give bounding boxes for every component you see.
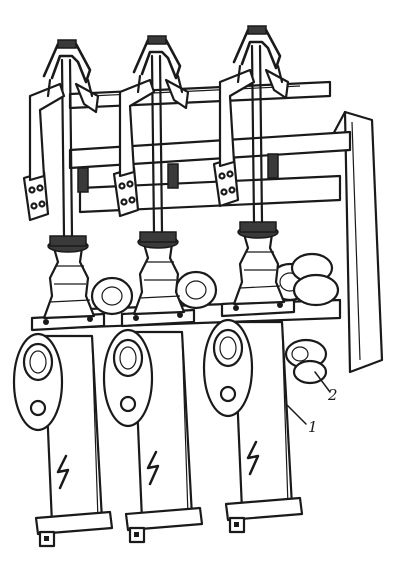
indicator-head	[202, 318, 254, 418]
callout-1: 1	[308, 418, 318, 436]
blade-rods	[60, 58, 74, 238]
top-hook	[42, 42, 92, 84]
post-insulator	[132, 242, 186, 316]
upper-arm	[218, 68, 256, 168]
background-insulators	[90, 252, 340, 385]
upper-arm	[118, 78, 156, 178]
post-insulator	[232, 232, 286, 306]
indicator-head	[12, 332, 64, 432]
lightning-symbol	[146, 450, 160, 486]
pole-middle	[102, 35, 204, 544]
top-hook	[232, 28, 282, 70]
insulator-stack-2	[284, 252, 340, 385]
poles	[12, 25, 304, 548]
callout-2: 2	[327, 386, 338, 404]
post-insulator	[42, 246, 96, 320]
indicator-head	[102, 328, 154, 428]
top-hook	[132, 38, 182, 80]
upper-arm	[28, 82, 66, 182]
mounting-plate	[328, 110, 384, 374]
lightning-symbol	[56, 454, 70, 490]
bottom-terminal	[34, 510, 114, 536]
pole-left	[12, 39, 114, 548]
callout-leaders	[285, 371, 331, 425]
pole-right	[202, 25, 304, 534]
lightning-symbol	[246, 440, 260, 476]
bottom-terminal	[124, 506, 204, 532]
bottom-terminal	[224, 496, 304, 522]
